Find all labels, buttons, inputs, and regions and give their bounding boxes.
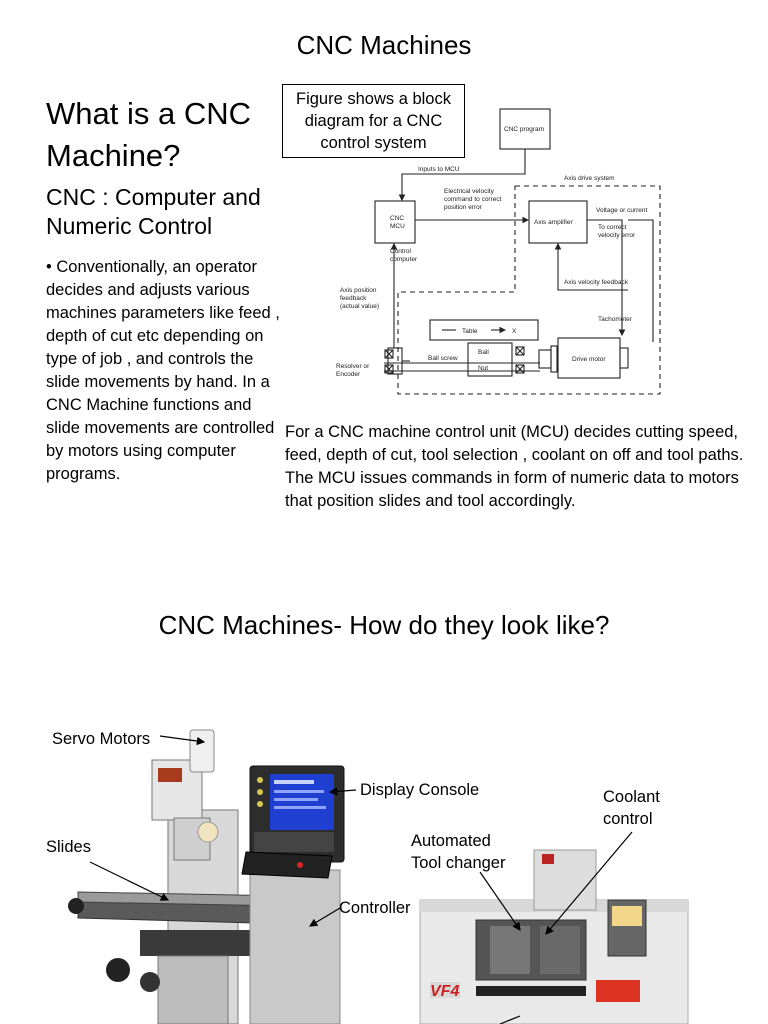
slide1-bullet: • Conventionally, an operator decides an… <box>46 256 286 486</box>
diagram-axis-drive-system: Axis drive system <box>564 175 615 182</box>
brand-vf4: VF4 <box>430 983 459 1000</box>
vertical-milling-machine <box>68 729 345 1024</box>
diagram-drive-motor: Drive motor <box>572 356 606 363</box>
diagram-axis-position-feedback-3: (actual value) <box>340 303 379 310</box>
label-servo-motors: Servo Motors <box>52 730 151 748</box>
label-controller: Controller <box>339 899 411 917</box>
label-slides: Slides <box>46 838 91 856</box>
slide1-title: CNC Machines <box>296 30 472 60</box>
diagram-x: X <box>512 328 517 335</box>
diagram-inputs-to-mcu: Inputs to MCU <box>418 166 460 173</box>
diagram-table: Table <box>462 328 478 335</box>
label-atc-line-1: Automated <box>411 832 491 850</box>
diagram-cnc-mcu-2: MCU <box>390 223 405 230</box>
diagram-axis-velocity-feedback: Axis velocity feedback <box>564 279 629 286</box>
bullet-text: Conventionally, an operator decides and … <box>46 258 280 483</box>
vertical-machining-center <box>419 849 689 1024</box>
diagram-axis-position-feedback-1: Axis position <box>340 287 377 294</box>
diagram-velocity-command-3: position error <box>444 204 483 211</box>
diagram-axis-position-feedback-2: feedback <box>340 295 367 302</box>
diagram-cnc-program: CNC program <box>504 126 544 133</box>
label-coolant-line-2: control <box>603 810 653 828</box>
diagram-velocity-command-1: Electrical velocity <box>444 188 495 195</box>
diagram-resolver-1: Resolver or <box>336 363 370 370</box>
cnc-block-diagram: CNC program Inputs to MCU Axis drive sys… <box>336 108 661 395</box>
label-coolant-control: Coolant control <box>603 786 660 830</box>
diagram-tachometer: Tachometer <box>598 316 633 323</box>
table-box <box>429 319 539 341</box>
label-automated-tool-changer: Automated Tool changer <box>411 830 505 874</box>
diagram-axis-amplifier: Axis amplifier <box>534 219 573 226</box>
diagram-velocity-command-2: command to correct <box>444 196 502 203</box>
diagram-resolver-2: Encoder <box>336 371 361 378</box>
slide1-heading: What is a CNC Machine? <box>46 96 251 173</box>
diagram-to-correct-2: velocity error <box>598 232 636 239</box>
cnc-mcu-box <box>374 200 416 244</box>
diagram-control-computer-2: computer <box>390 256 418 263</box>
diagram-ball-screw: Ball screw <box>428 355 458 362</box>
bullet-icon: • <box>46 258 57 276</box>
diagram-voltage-or-current: Voltage or current <box>596 207 648 214</box>
diagram-caption-box: Figure shows a block diagram for a CNC c… <box>282 84 465 158</box>
diagram-to-correct-1: To correct <box>598 224 627 231</box>
diagram-control-computer-1: Control <box>390 248 412 255</box>
label-coolant-line-1: Coolant <box>603 788 660 806</box>
diagram-cnc-mcu-1: CNC <box>390 215 404 222</box>
diagram-ball-nut-1: Ball <box>478 349 489 356</box>
label-display-console: Display Console <box>360 781 480 799</box>
slide1-subheading: CNC : Computer and Numeric Control <box>46 184 261 239</box>
ball-nut-box <box>467 342 513 377</box>
diagram-ball-nut-2: Nut <box>478 365 488 372</box>
cnc-machines-illustration: VF4 <box>68 729 689 1024</box>
slide2-title: CNC Machines- How do they look like? <box>158 610 610 640</box>
label-atc-line-2: Tool changer <box>411 854 506 872</box>
mcu-paragraph: For a CNC machine control unit (MCU) dec… <box>285 423 744 510</box>
